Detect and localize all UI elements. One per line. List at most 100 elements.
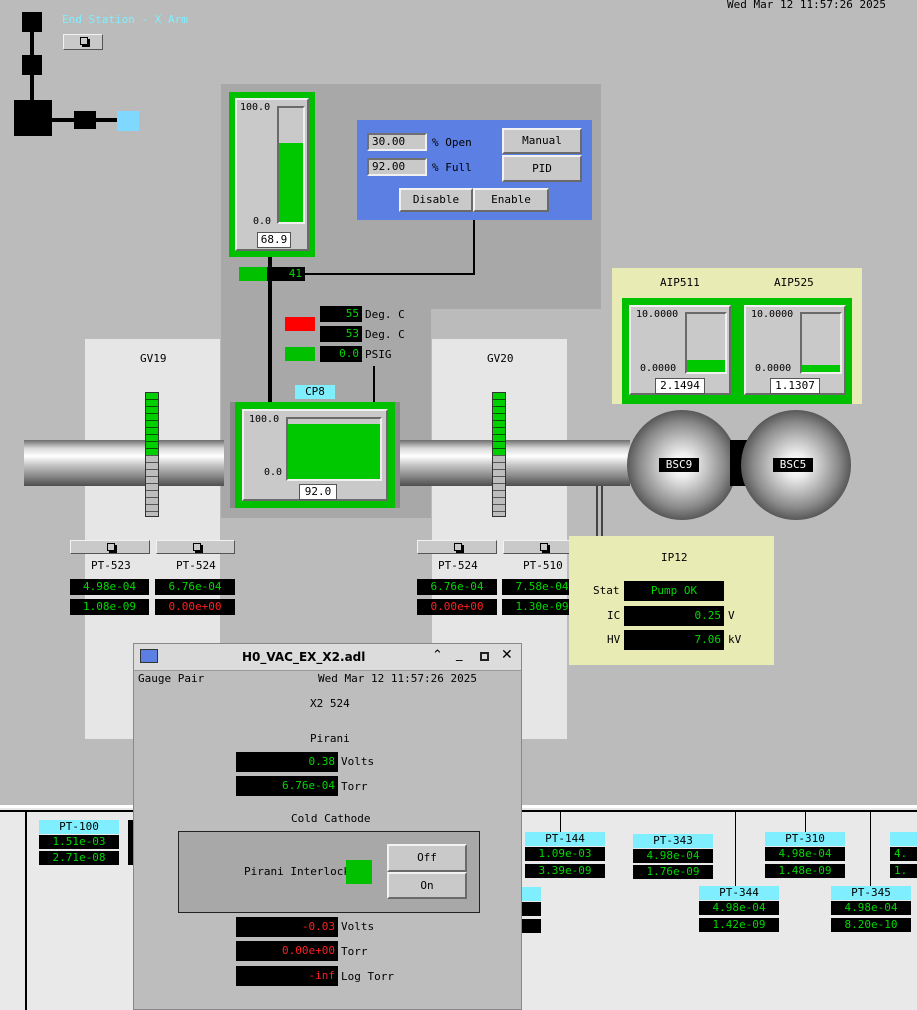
- pt-343-cc: 1.76e-09: [633, 865, 713, 879]
- pt-523-display-button[interactable]: [70, 540, 150, 554]
- pt-144-pirani: 1.09e-03: [525, 847, 605, 861]
- ip12-title: IP12: [661, 551, 688, 564]
- pirani-torr-label: Torr: [341, 780, 368, 793]
- tank-scale-min: 0.0: [253, 216, 272, 227]
- temp-2-value: 53: [320, 326, 362, 342]
- interlock-status-indicator: [346, 860, 372, 884]
- cp8-gauge[interactable]: 100.0 0.0 92.0: [235, 402, 395, 508]
- flow-indicator: [239, 267, 267, 281]
- aip511-value: 2.1494: [655, 378, 705, 394]
- pt-100-cc: 2.71e-08: [39, 851, 119, 865]
- gv20-position-bar[interactable]: [492, 392, 506, 517]
- aip525-level-bar: [800, 312, 842, 374]
- full-percent-label: % Full: [432, 161, 472, 174]
- gv20-label: GV20: [487, 352, 514, 365]
- cc-logtorr-label: Log Torr: [341, 970, 394, 983]
- full-percent-input[interactable]: 92.00: [367, 158, 427, 176]
- dialog-gauge-name: X2 524: [310, 697, 350, 710]
- pt-343-pirani: 4.98e-04: [633, 849, 713, 863]
- pt-524-pirani: 6.76e-04: [155, 579, 235, 595]
- pt-510-label: PT-510: [523, 559, 563, 572]
- dialog-heading: Gauge Pair: [138, 672, 205, 685]
- gv19-label: GV19: [140, 352, 167, 365]
- cc-volts-label: Volts: [341, 920, 375, 933]
- window-close-button[interactable]: ✕: [501, 647, 513, 663]
- pt-524-display-button[interactable]: [156, 540, 235, 554]
- manual-button[interactable]: Manual: [502, 128, 582, 154]
- open-percent-label: % Open: [432, 136, 472, 149]
- feed-pipe: [268, 257, 272, 407]
- bsc5-label: BSC5: [773, 458, 813, 472]
- pt-344-cc: 1.42e-09: [699, 918, 779, 932]
- tank-value: 68.9: [257, 232, 291, 248]
- gv19-position-bar[interactable]: [145, 392, 159, 517]
- hidden-gauge-label: [519, 887, 541, 901]
- enable-button[interactable]: Enable: [473, 188, 549, 212]
- pt-345-pirani: 4.98e-04: [831, 901, 911, 915]
- interlock-label: Pirani Interlock: [244, 865, 350, 878]
- pt-344-pirani: 4.98e-04: [699, 901, 779, 915]
- flow-value: 41: [267, 267, 305, 281]
- cp8-scale-min: 0.0: [264, 467, 283, 478]
- window-title: H0_VAC_EX_X2.adl: [242, 650, 366, 664]
- pt-100-label: PT-100: [39, 820, 119, 834]
- aip511-gauge: 10.0000 0.0000 2.1494: [629, 305, 731, 395]
- open-percent-input[interactable]: 30.00: [367, 133, 427, 151]
- pirani-torr-value: 6.76e-04: [236, 776, 338, 796]
- pt-310-label: PT-310: [765, 832, 845, 846]
- window-titlebar[interactable]: H0_VAC_EX_X2.adl ⌃ _ ✕: [134, 644, 521, 671]
- cp8-value: 92.0: [299, 484, 337, 500]
- ip12-ic-label: IC: [607, 609, 621, 622]
- window-maximize-button[interactable]: [480, 652, 489, 661]
- gauge-pair-window[interactable]: H0_VAC_EX_X2.adl ⌃ _ ✕ Gauge Pair Wed Ma…: [133, 643, 522, 1010]
- aip511-label: AIP511: [660, 276, 700, 289]
- beam-tube-right: [398, 440, 630, 486]
- pt-345-cc: 8.20e-10: [831, 918, 911, 932]
- aip525-scale-min: 0.0000: [755, 363, 792, 374]
- pt-344-label: PT-344: [699, 886, 779, 900]
- pt-523-label: PT-523: [91, 559, 131, 572]
- ip12-hv-unit: kV: [728, 633, 742, 646]
- cc-logtorr-value: -inf: [236, 966, 338, 986]
- ip12-stat-value: Pump OK: [624, 581, 724, 601]
- pirani-volts-value: 0.38: [236, 752, 338, 772]
- off-button[interactable]: Off: [387, 844, 467, 872]
- pt-523-cc: 1.08e-09: [70, 599, 149, 615]
- pid-button[interactable]: PID: [502, 155, 582, 182]
- pressure-unit: PSIG: [365, 348, 392, 361]
- pt-510-cc: 1.30e-09: [502, 599, 582, 615]
- pt-144-cc: 3.39e-09: [525, 864, 605, 878]
- pt-524-x2-pirani: 6.76e-04: [417, 579, 497, 595]
- screen-title: End Station - X Arm: [62, 13, 188, 26]
- monitor-icon: [140, 649, 158, 663]
- tank-level-bar: [277, 106, 305, 224]
- pt-524-x2-cc: 0.00e+00: [417, 599, 497, 615]
- disable-button[interactable]: Disable: [399, 188, 473, 212]
- pt-510-pirani: 7.58e-04: [502, 579, 582, 595]
- aip511-scale-max: 10.0000: [636, 309, 679, 320]
- related-display-button[interactable]: [63, 34, 103, 50]
- dialog-datetime: Wed Mar 12 11:57:26 2025: [318, 672, 477, 685]
- partial-gauge-cc: 1.: [890, 864, 917, 878]
- aip525-value: 1.1307: [770, 378, 820, 394]
- pt-524-x2-display-button[interactable]: [417, 540, 497, 554]
- cp8-scale-max: 100.0: [249, 414, 280, 425]
- pt-510-display-button[interactable]: [503, 540, 582, 554]
- bsc9-label: BSC9: [659, 458, 699, 472]
- pressure-value: 0.0: [320, 346, 362, 362]
- tank-scale-max: 100.0: [240, 102, 271, 113]
- pt-524-label: PT-524: [176, 559, 216, 572]
- pt-523-pirani: 4.98e-04: [70, 579, 149, 595]
- cc-torr-value: 0.00e+00: [236, 941, 338, 961]
- pt-524-x2-label: PT-524: [438, 559, 478, 572]
- window-minimize-button[interactable]: _: [456, 647, 463, 662]
- cold-cathode-title: Cold Cathode: [291, 812, 371, 825]
- window-shade-button[interactable]: ⌃: [432, 648, 443, 663]
- beam-tube-left: [24, 440, 224, 486]
- pt-524-cc: 0.00e+00: [155, 599, 235, 615]
- ip12-ic-unit: V: [728, 609, 735, 622]
- partial-gauge-label: [890, 832, 917, 846]
- pirani-volts-label: Volts: [341, 755, 375, 768]
- on-button[interactable]: On: [387, 872, 467, 899]
- pt-144-label: PT-144: [525, 832, 605, 846]
